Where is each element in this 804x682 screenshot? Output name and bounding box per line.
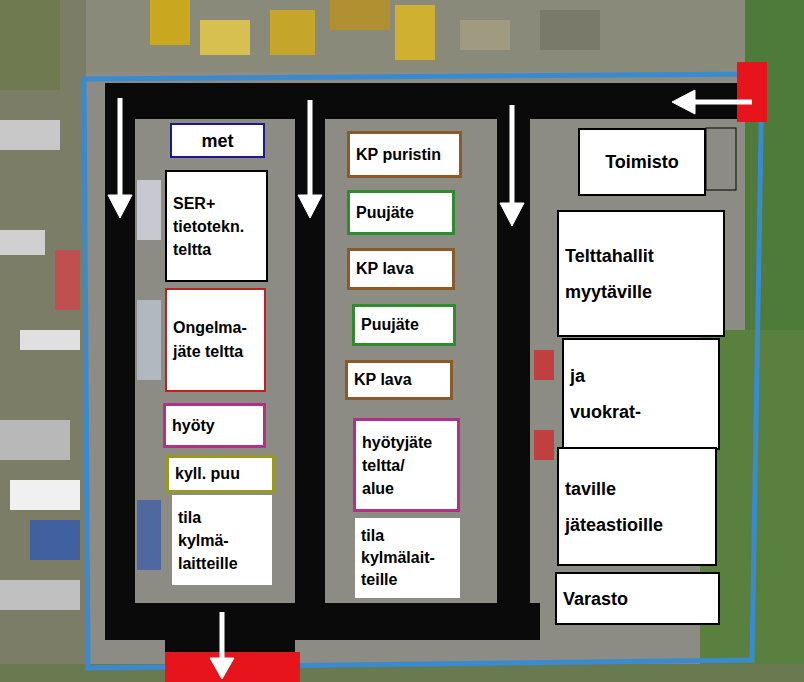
area-label: tila kylmälait- teille [361, 525, 435, 591]
road [105, 83, 135, 640]
area-box: taville jäteastioille [557, 447, 717, 566]
debris [0, 120, 60, 150]
area-box: Telttahallit myytäville [557, 210, 725, 337]
area-label: kyll. puu [175, 463, 240, 485]
area-label: KP puristin [356, 144, 441, 166]
area-box: kyll. puu [166, 455, 275, 493]
road [497, 83, 530, 636]
area-label: met [201, 130, 233, 152]
area-box: hyötyjäte teltta/ alue [353, 418, 460, 512]
area-label: SER+ tietotekn. teltta [173, 192, 244, 261]
area-box: tila kylmä- laitteille [172, 495, 272, 585]
machine [270, 10, 315, 55]
site-boundary [84, 74, 762, 668]
area-box: ja vuokrat- [562, 338, 720, 450]
road [107, 83, 755, 119]
debris [137, 180, 161, 240]
area-label: ja vuokrat- [570, 358, 641, 430]
road [295, 83, 325, 636]
area-label: Ongelma- jäte teltta [173, 316, 247, 364]
ground [0, 0, 86, 682]
area-label: Toimisto [605, 151, 679, 173]
area-box: KP puristin [347, 131, 462, 178]
machine [395, 5, 435, 60]
arrow-head [500, 203, 524, 226]
debris [30, 520, 80, 560]
debris [0, 230, 45, 255]
area-box: Puujäte [347, 190, 455, 235]
vegetation [0, 0, 60, 90]
area-label: hyöty [172, 415, 215, 437]
debris [534, 350, 554, 380]
area-label: Puujäte [356, 202, 414, 224]
area-label: KP lava [354, 369, 412, 391]
arrow-shaft [118, 98, 123, 198]
debris [0, 420, 70, 460]
area-box: SER+ tietotekn. teltta [165, 170, 268, 282]
area-box: Puujäte [352, 304, 456, 346]
machine [150, 0, 190, 45]
area-box: KP lava [345, 360, 453, 400]
area-label: taville jäteastioille [565, 471, 663, 543]
area-label: KP lava [356, 258, 414, 280]
debris [20, 330, 80, 350]
machine [330, 0, 390, 30]
area-box: Toimisto [578, 128, 706, 196]
arrow-shaft [510, 105, 515, 206]
area-box: Varasto [555, 572, 720, 625]
gate-marker [165, 652, 300, 682]
arrow-shaft [692, 100, 752, 105]
arrow-shaft [308, 100, 313, 198]
area-box: met [170, 123, 265, 158]
area-label: Puujäte [361, 314, 419, 336]
gate-marker [737, 62, 767, 122]
arrow-head [210, 658, 234, 679]
machine [200, 20, 250, 55]
area-label: hyötyjäte teltta/ alue [362, 431, 432, 500]
road [105, 603, 540, 640]
area-label: tila kylmä- laitteille [178, 506, 238, 575]
ground [86, 0, 746, 72]
area-box: Ongelma- jäte teltta [165, 288, 266, 392]
area-box: KP lava [347, 248, 455, 290]
outline [706, 128, 736, 190]
arrow-shaft [220, 612, 225, 662]
machine [540, 10, 600, 50]
arrow-head [672, 90, 695, 114]
area-box: tila kylmälait- teille [355, 518, 460, 598]
arrow-head [298, 195, 322, 218]
debris [534, 430, 554, 460]
debris [137, 300, 161, 380]
area-label: Telttahallit myytäville [565, 238, 654, 310]
debris [10, 480, 80, 510]
area-box: hyöty [163, 403, 266, 448]
debris [0, 580, 80, 610]
debris [55, 250, 80, 310]
machine [460, 20, 510, 50]
traffic-arrows [108, 90, 752, 679]
area-label: Varasto [563, 588, 628, 610]
debris [137, 500, 161, 570]
arrow-head [108, 195, 132, 218]
